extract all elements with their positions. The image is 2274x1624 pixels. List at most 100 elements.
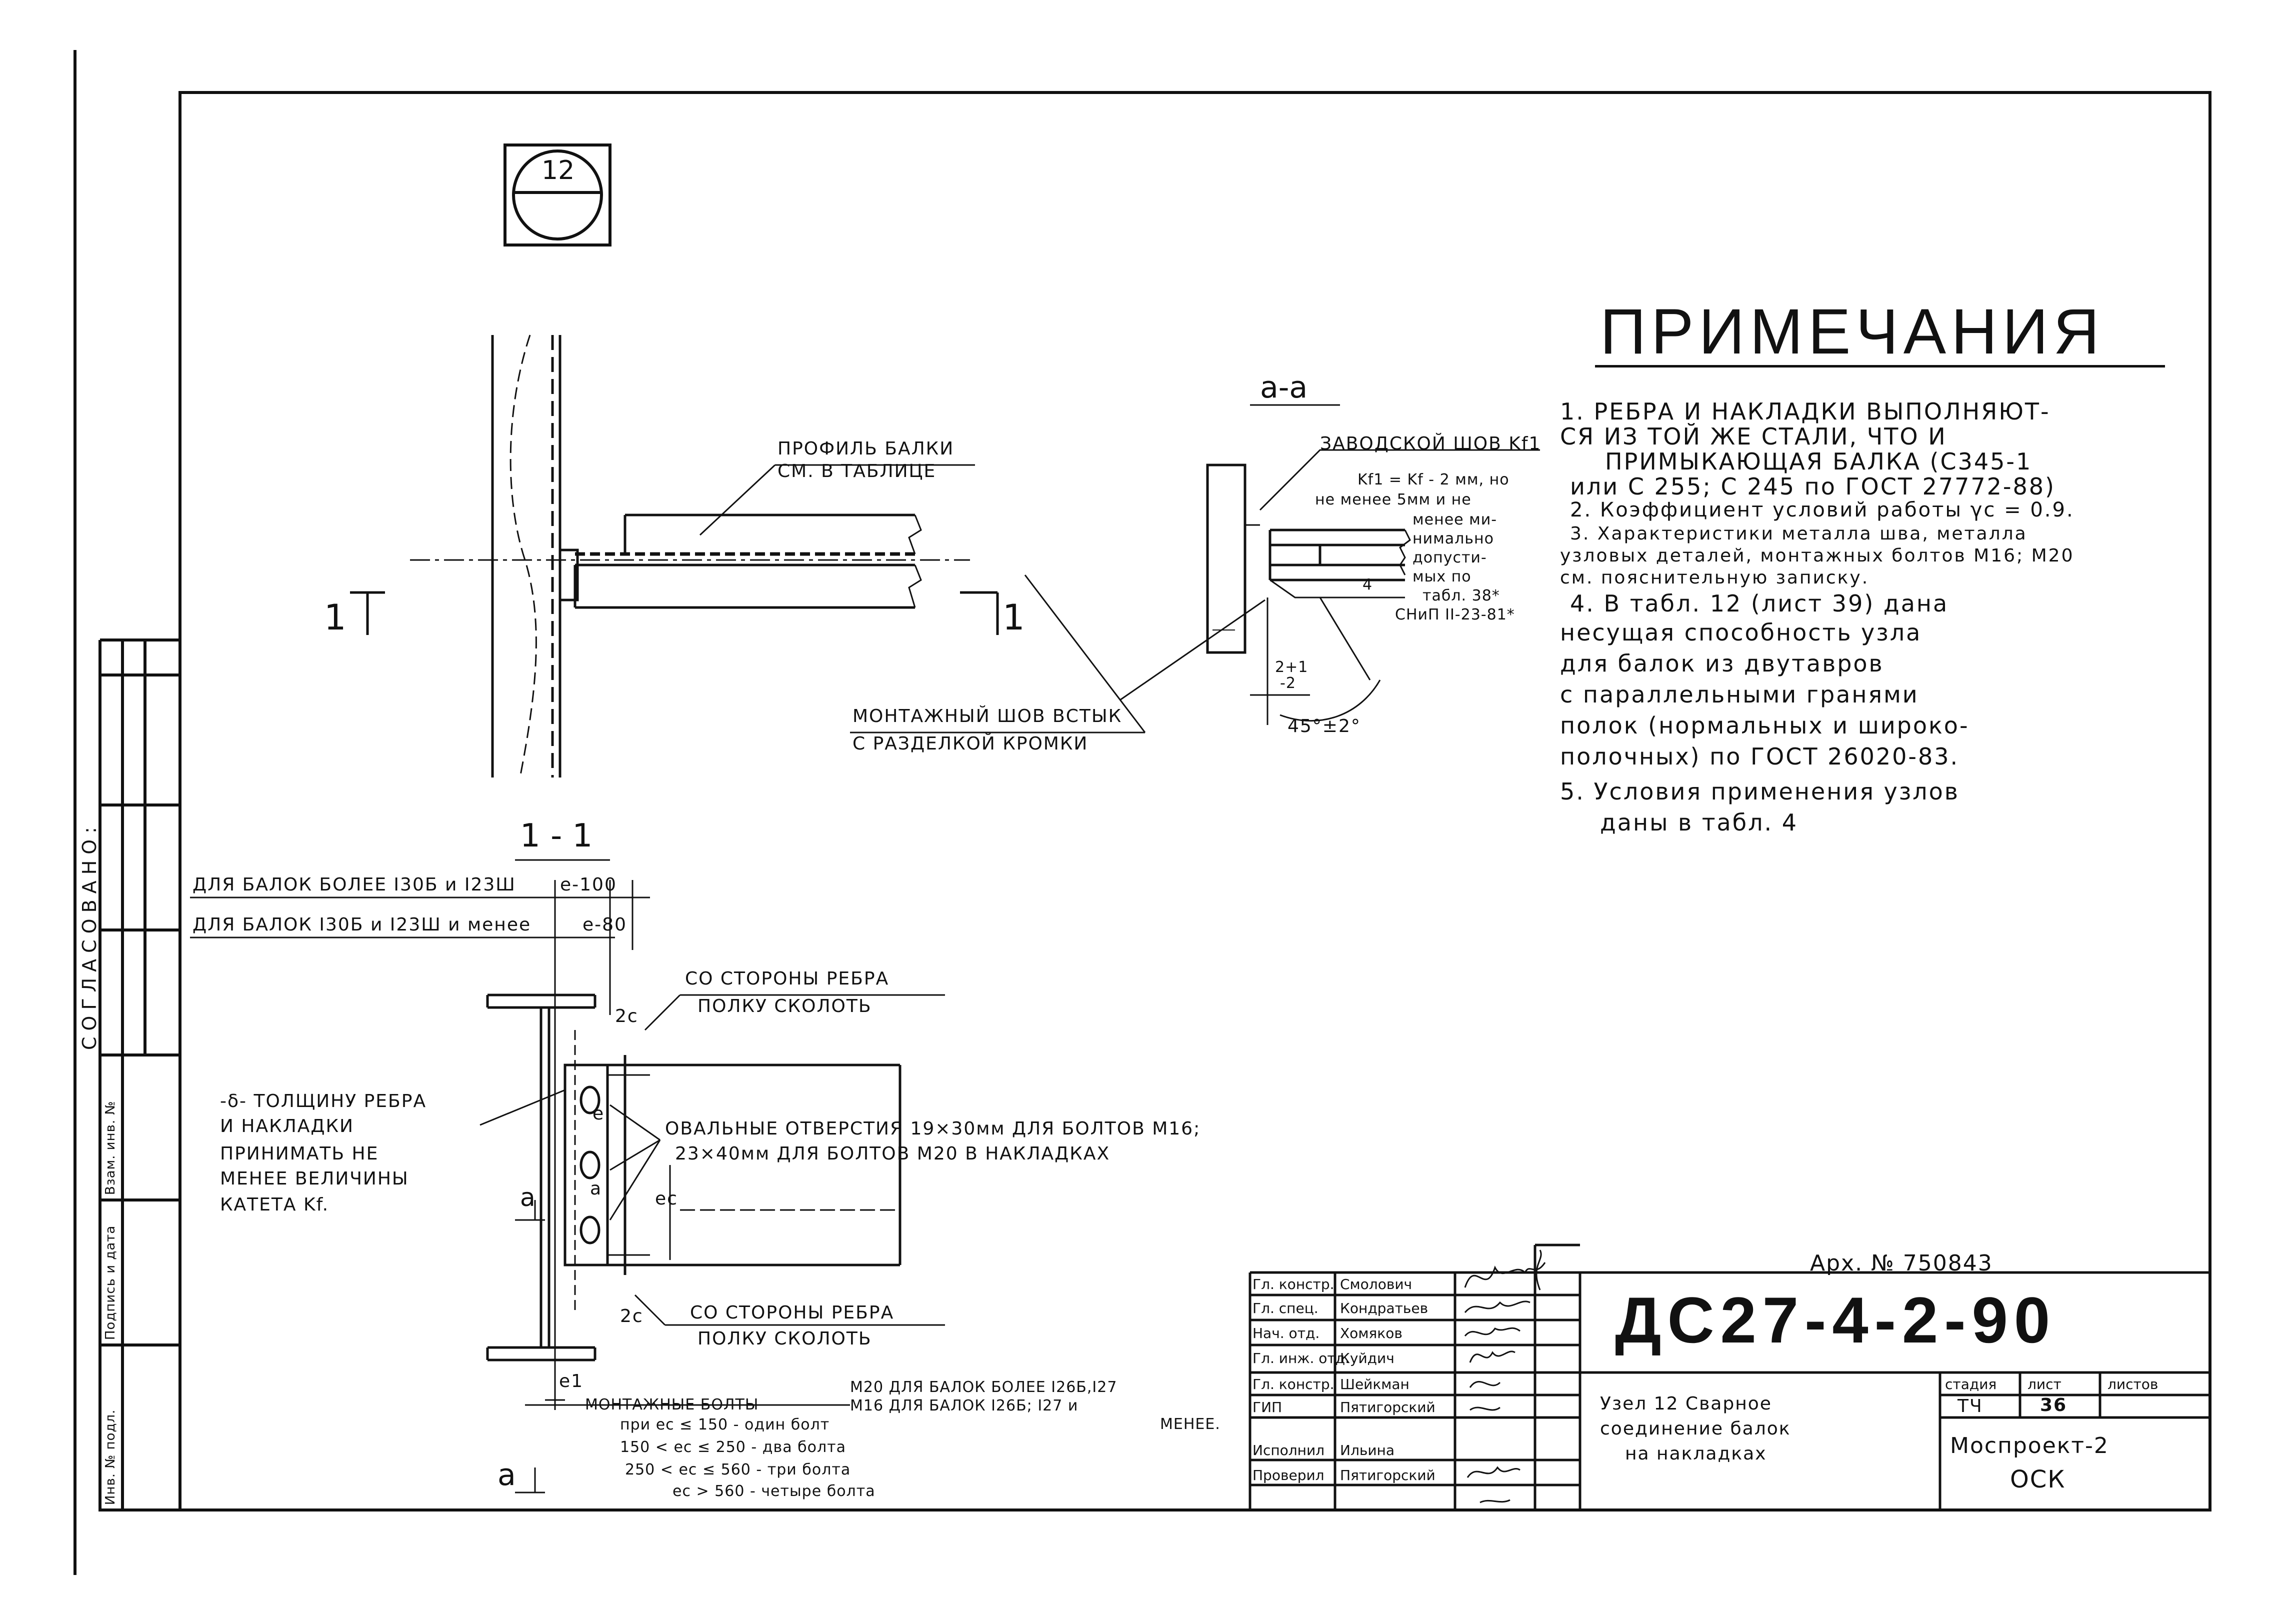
detail-badge-number: 12 bbox=[542, 156, 575, 186]
name-cell: Смолович bbox=[1340, 1276, 1412, 1292]
rib-side-label-1: СО СТОРОНЫ РЕБРА bbox=[685, 968, 890, 989]
kf-note-5: мых по bbox=[1412, 568, 1472, 586]
org-name-1: Моспроект-2 bbox=[1950, 1433, 2109, 1458]
role-cell: ГИП bbox=[1252, 1399, 1282, 1416]
title-block-grid bbox=[1248, 1244, 2210, 1510]
role-cell: Гл. инж. отд. bbox=[1252, 1350, 1350, 1366]
role-cell: Гл. констр. bbox=[1252, 1276, 1334, 1292]
section-11-view bbox=[190, 859, 945, 1494]
factory-seam-label: ЗАВОДСКОЙ ШОВ Kf1 bbox=[1320, 434, 1542, 454]
org-name-2: ОСК bbox=[2010, 1466, 2066, 1494]
note-line: 3. Характеристики металла шва, металла bbox=[1570, 524, 2028, 544]
note-line: для балок из двутавров bbox=[1560, 650, 1884, 677]
bolts-row-1: 150 < ес ≤ 250 - два болта bbox=[620, 1438, 846, 1456]
dim-a-label: а bbox=[590, 1178, 602, 1199]
beams-more-label: ДЛЯ БАЛОК БОЛЕЕ I30Б и I23Ш bbox=[192, 874, 516, 895]
name-cell: Пятигорский bbox=[1340, 1467, 1436, 1484]
thickness-note-4: КАТЕТА Kf. bbox=[220, 1194, 330, 1215]
dim-c-label: 2с bbox=[615, 1006, 638, 1026]
strip-col-3: Взам. инв. № bbox=[103, 1100, 118, 1195]
strip-col-1: Инв. № подл. bbox=[103, 1409, 118, 1505]
dim-e-label: е bbox=[592, 1104, 605, 1124]
note-line: СЯ ИЗ ТОЙ ЖЕ СТАЛИ, ЧТО И bbox=[1560, 423, 1947, 450]
name-cell: Шейкман bbox=[1340, 1376, 1410, 1392]
kf-note-7: СНиП II-23-81* bbox=[1395, 606, 1515, 624]
title-line-1: соединение балок bbox=[1600, 1418, 1791, 1439]
profile-label-2: СМ. В ТАБЛИЦЕ bbox=[778, 461, 936, 482]
agreed-label: СОГЛАСОВАНО: bbox=[78, 821, 100, 1050]
kf-note-4: допусти- bbox=[1412, 549, 1487, 566]
note-line: 5. Условия применения узлов bbox=[1560, 778, 1960, 805]
role-cell: Гл. спец. bbox=[1252, 1300, 1318, 1316]
thickness-note-1: И НАКЛАДКИ bbox=[220, 1116, 354, 1136]
note-line: несущая способность узла bbox=[1560, 619, 1922, 646]
sheet-border bbox=[178, 91, 2212, 1512]
title-line-2: на накладках bbox=[1625, 1444, 1767, 1464]
note-line: см. пояснительную записку. bbox=[1560, 568, 1870, 588]
bolts-m16: М16 ДЛЯ БАЛОК I26Б; I27 и bbox=[850, 1397, 1078, 1414]
kf-note-6: табл. 38* bbox=[1422, 587, 1500, 604]
people-names: Смолович Кондратьев Хомяков Куйдич Шейкм… bbox=[1340, 1278, 1436, 1494]
section-aa-view bbox=[1120, 404, 1540, 725]
e-more-label: е-100 bbox=[560, 874, 617, 895]
notes-title: ПРИМЕЧАНИЯ bbox=[1600, 296, 2104, 368]
stage-header: стадия bbox=[1945, 1376, 1997, 1392]
mount-seam-label-2: С РАЗДЕЛКОЙ КРОМКИ bbox=[852, 734, 1088, 754]
bolts-title: МОНТАЖНЫЕ БОЛТЫ bbox=[585, 1396, 759, 1414]
note-line: узловых деталей, монтажных болтов М16; М… bbox=[1560, 546, 2074, 566]
name-cell: Куйдич bbox=[1340, 1350, 1394, 1366]
thickness-note-3: МЕНЕЕ ВЕЛИЧИНЫ bbox=[220, 1168, 409, 1189]
bolts-row-0: при ес ≤ 150 - один болт bbox=[620, 1416, 830, 1434]
beams-less-label: ДЛЯ БАЛОК I30Б и I23Ш и менее bbox=[192, 914, 532, 935]
gap-label: 2+1 bbox=[1275, 658, 1308, 676]
name-cell: Пятигорский bbox=[1340, 1399, 1436, 1416]
gap-label-2: -2 bbox=[1280, 674, 1296, 692]
role-cell: Гл. констр. bbox=[1252, 1376, 1334, 1392]
notes-underline bbox=[1595, 365, 2165, 368]
sheet-header: лист bbox=[2028, 1376, 2062, 1392]
archive-number: Арх. № 750843 bbox=[1810, 1250, 1993, 1276]
section-11-title: 1 - 1 bbox=[520, 818, 593, 854]
sheets-header: листов bbox=[2108, 1376, 2158, 1392]
notes-block: 1. РЕБРА И НАКЛАДКИ ВЫПОЛНЯЮТ- СЯ ИЗ ТОЙ… bbox=[1560, 400, 2074, 842]
kf-note-0: Kf1 = Kf - 2 мм, но bbox=[1358, 471, 1510, 488]
section-mark-a-bottom: а bbox=[498, 1458, 516, 1492]
rib-side-label-2b: ПОЛКУ СКОЛОТЬ bbox=[698, 1328, 872, 1349]
note-line: полок (нормальных и широко- bbox=[1560, 712, 1970, 739]
bolts-m20: М20 ДЛЯ БАЛОК БОЛЕЕ I26Б,I27 bbox=[850, 1378, 1118, 1396]
kf-note-1: не менее 5мм и не bbox=[1315, 491, 1472, 508]
sheet-value: 36 bbox=[2040, 1395, 2068, 1416]
note-line: с параллельными гранями bbox=[1560, 681, 1919, 708]
bolts-row-2: 250 < ес ≤ 560 - три болта bbox=[625, 1461, 851, 1478]
dim-e1-label: е1 bbox=[559, 1371, 584, 1392]
angle-label: 45°±2° bbox=[1288, 716, 1361, 736]
stage-value: ТЧ bbox=[1958, 1396, 1983, 1416]
bolts-less: МЕНЕЕ. bbox=[1160, 1416, 1220, 1433]
strip-col-2: Подпись и дата bbox=[103, 1225, 118, 1340]
e-less-label: е-80 bbox=[582, 914, 627, 935]
section-aa-title: а-а bbox=[1260, 370, 1308, 405]
bolts-row-3: ес > 560 - четыре болта bbox=[672, 1482, 876, 1500]
kf-note-3: нимально bbox=[1412, 530, 1494, 548]
section-mark-left: 1 bbox=[324, 597, 346, 638]
name-cell: Ильина bbox=[1340, 1442, 1395, 1458]
dim-c-label-2: 2с bbox=[620, 1306, 644, 1326]
note-line: даны в табл. 4 bbox=[1600, 809, 1798, 836]
name-cell: Кондратьев bbox=[1340, 1300, 1428, 1316]
holes-label-2: 23×40мм ДЛЯ БОЛТОВ М20 В НАКЛАДКАХ bbox=[675, 1144, 1110, 1164]
note-line: 1. РЕБРА И НАКЛАДКИ ВЫПОЛНЯЮТ- bbox=[1560, 398, 2050, 425]
role-cell: Исполнил bbox=[1252, 1442, 1325, 1458]
elevation-view bbox=[350, 334, 1146, 778]
thickness-note-0: -δ- ТОЛЩИНУ РЕБРА bbox=[220, 1091, 427, 1112]
holes-label-1: ОВАЛЬНЫЕ ОТВЕРСТИЯ 19×30мм ДЛЯ БОЛТОВ М1… bbox=[665, 1118, 1201, 1139]
role-cell: Нач. отд. bbox=[1252, 1325, 1320, 1342]
title-line-0: Узел 12 Сварное bbox=[1600, 1394, 1772, 1414]
people-roles: Гл. констр. Гл. спец. Нач. отд. Гл. инж.… bbox=[1252, 1278, 1350, 1494]
section-mark-a-top: а bbox=[520, 1183, 536, 1212]
dim-ec-label: ес bbox=[655, 1188, 678, 1209]
kf-note-2: менее ми- bbox=[1412, 511, 1498, 528]
rib-side-label-2: СО СТОРОНЫ РЕБРА bbox=[690, 1302, 894, 1323]
mount-seam-label-1: МОНТАЖНЫЙ ШОВ ВСТЫК bbox=[852, 706, 1122, 726]
note-line: полочных) по ГОСТ 26020-83. bbox=[1560, 743, 1960, 770]
